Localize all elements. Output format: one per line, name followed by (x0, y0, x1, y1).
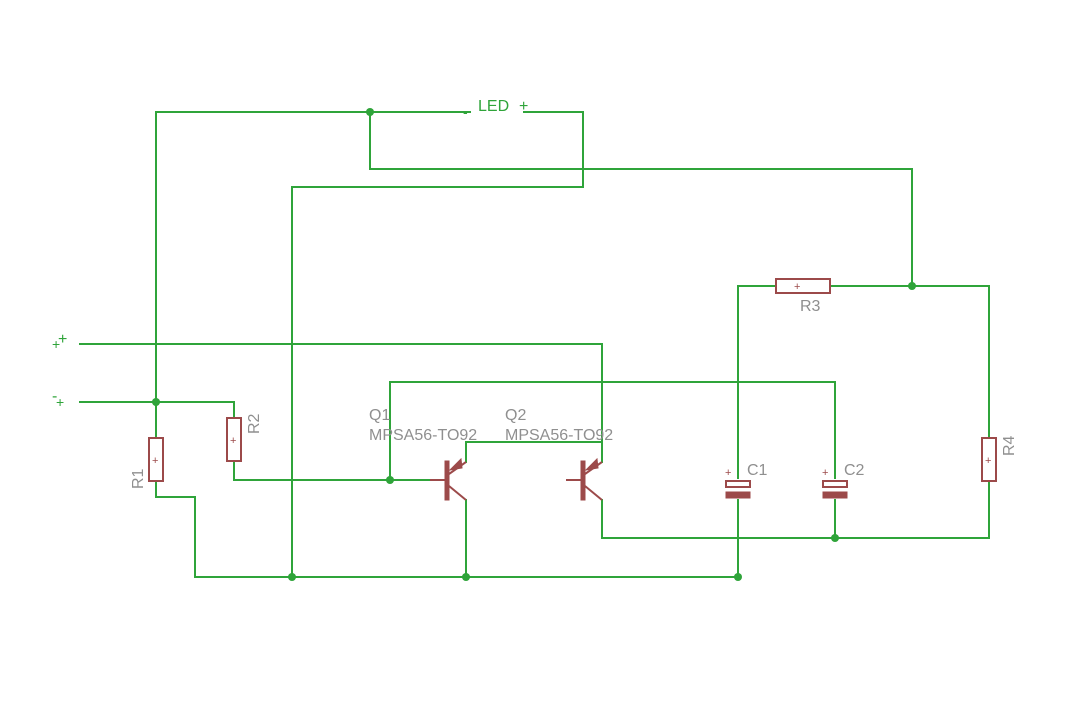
junction (288, 573, 296, 581)
q2-base-bar (580, 460, 586, 501)
c2-plate-positive (822, 480, 848, 488)
led-label: LED (478, 98, 509, 115)
transistor-q2-name: Q2 (505, 407, 526, 424)
connector-plus-pin: + (52, 336, 60, 352)
capacitor-c2-label: C2 (844, 462, 865, 479)
transistor-q1[interactable]: Q1 MPSA56-TO92 (369, 407, 477, 501)
junction (152, 398, 160, 406)
capacitor-c2-polarity: + (822, 467, 828, 479)
wire-r2-to-q1-base (233, 460, 431, 481)
led-left-pin: - (463, 104, 468, 120)
wire-plus-rail (79, 343, 603, 463)
resistor-r4-label: R4 (1001, 435, 1018, 456)
wire-r1-bottom (155, 480, 739, 578)
junction (734, 573, 742, 581)
resistor-r2-label: R2 (246, 413, 263, 434)
resistor-r1[interactable]: + R1 (130, 437, 164, 489)
transistor-q2-value: MPSA56-TO92 (505, 427, 613, 444)
c1-plate-negative (725, 491, 751, 499)
q2-collector-lead (584, 485, 603, 501)
wires (79, 111, 990, 578)
resistor-r3-label: R3 (800, 298, 821, 315)
connector-plus[interactable]: + + (52, 331, 67, 352)
q2-emitter-arrow-icon (584, 457, 599, 471)
connector-minus-pin: + (56, 394, 64, 410)
resistor-body (981, 437, 997, 482)
wire-q1-emitter-q2-base (465, 441, 603, 463)
c2-plate-negative (822, 491, 848, 499)
resistor-r1-pin: + (152, 455, 158, 467)
resistor-body (226, 417, 242, 462)
connector-led[interactable]: - LED + (463, 98, 528, 120)
resistor-r2[interactable]: + R2 (226, 413, 263, 462)
junction (831, 534, 839, 542)
junction (908, 282, 916, 290)
capacitor-c1-label: C1 (747, 462, 768, 479)
resistor-body (775, 278, 831, 294)
c1-plate-positive (725, 480, 751, 488)
q1-base-bar (444, 460, 450, 501)
capacitor-c1-polarity: + (725, 467, 731, 479)
connector-minus[interactable]: - + (52, 388, 64, 410)
junction (366, 108, 374, 116)
connector-plus-label: + (58, 331, 67, 348)
resistor-r3[interactable]: + R3 (775, 278, 831, 315)
q1-collector-lead (448, 485, 467, 501)
wire-q1-base-to-c2 (389, 381, 836, 481)
resistor-r2-pin: + (230, 435, 236, 447)
connector-minus-label: - (52, 388, 57, 405)
resistor-body (148, 437, 164, 482)
wire-q2-collector (601, 480, 990, 539)
transistor-q1-name: Q1 (369, 407, 390, 424)
capacitor-c1[interactable]: + C1 (725, 462, 768, 499)
transistor-q1-value: MPSA56-TO92 (369, 427, 477, 444)
resistor-r1-label: R1 (130, 468, 147, 489)
junctions (152, 108, 916, 581)
wire-top-loop (155, 111, 471, 403)
wire-minus-rail (79, 401, 235, 419)
junction (462, 573, 470, 581)
led-right-pin: + (519, 98, 528, 115)
resistor-r3-pin: + (794, 281, 800, 293)
wire-r3-right-r4 (829, 285, 990, 439)
transistor-q2[interactable]: Q2 MPSA56-TO92 (505, 407, 613, 501)
junction (386, 476, 394, 484)
resistor-r4-pin: + (985, 455, 991, 467)
capacitor-c2[interactable]: + C2 (822, 462, 865, 499)
q1-emitter-arrow-icon (448, 457, 463, 471)
resistor-r4[interactable]: + R4 (981, 435, 1018, 482)
wire-led-right (291, 111, 584, 578)
wire-led-to-r3-node (369, 111, 913, 287)
